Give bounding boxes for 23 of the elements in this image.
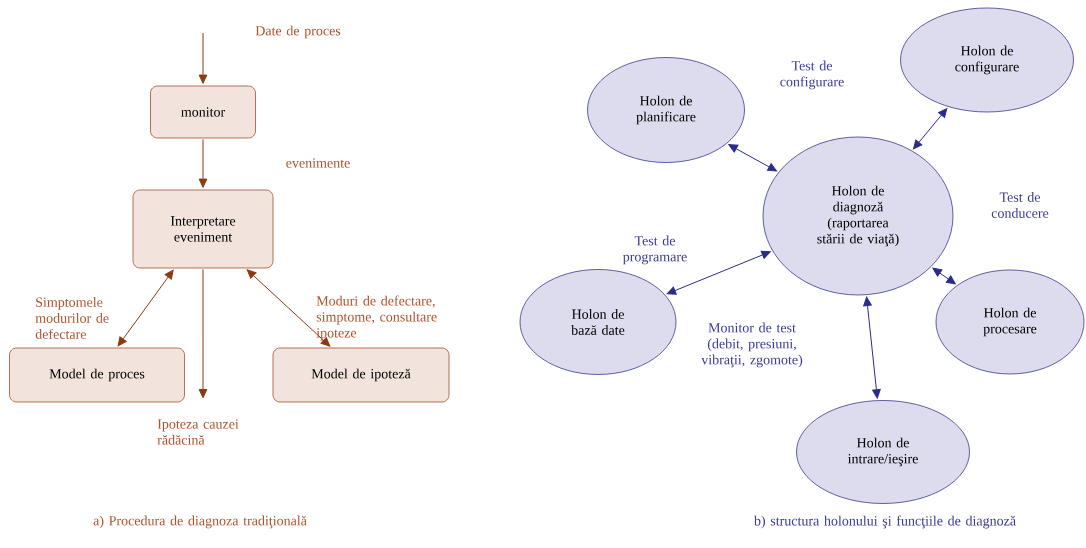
process-box: Model de proces <box>9 347 185 403</box>
annotation-text: evenimente <box>286 158 350 168</box>
annotation-text: Simptomele modurilor de defectare <box>35 297 109 339</box>
annotation-text: Test de conducere <box>991 192 1049 218</box>
arrow <box>198 268 208 399</box>
process-box: Model de ipoteză <box>272 347 450 403</box>
arrow <box>198 138 208 188</box>
arrow <box>728 144 778 172</box>
arrow <box>913 108 948 150</box>
arrow <box>246 269 331 347</box>
arrow <box>863 296 881 399</box>
arrow <box>117 269 174 347</box>
annotation-text: Moduri de defectare, simptome, consultare ipoteze <box>316 295 437 341</box>
arrow <box>198 32 208 84</box>
process-box: monitor <box>150 85 256 139</box>
figure-caption: a) Procedura de diagnoza tradiţională <box>93 515 307 529</box>
annotation-text: Ipoteza cauzei rădăcină <box>157 419 239 445</box>
annotation-text: Date de proces <box>255 25 341 39</box>
process-box: Interpretare eveniment <box>132 189 274 269</box>
annotation-text: Test de configurare <box>780 60 844 90</box>
annotation-text: Monitor de test (debit, presiuni, vibraţii, zgomote) <box>701 322 803 368</box>
arrow <box>932 267 956 285</box>
arrow <box>666 250 771 295</box>
